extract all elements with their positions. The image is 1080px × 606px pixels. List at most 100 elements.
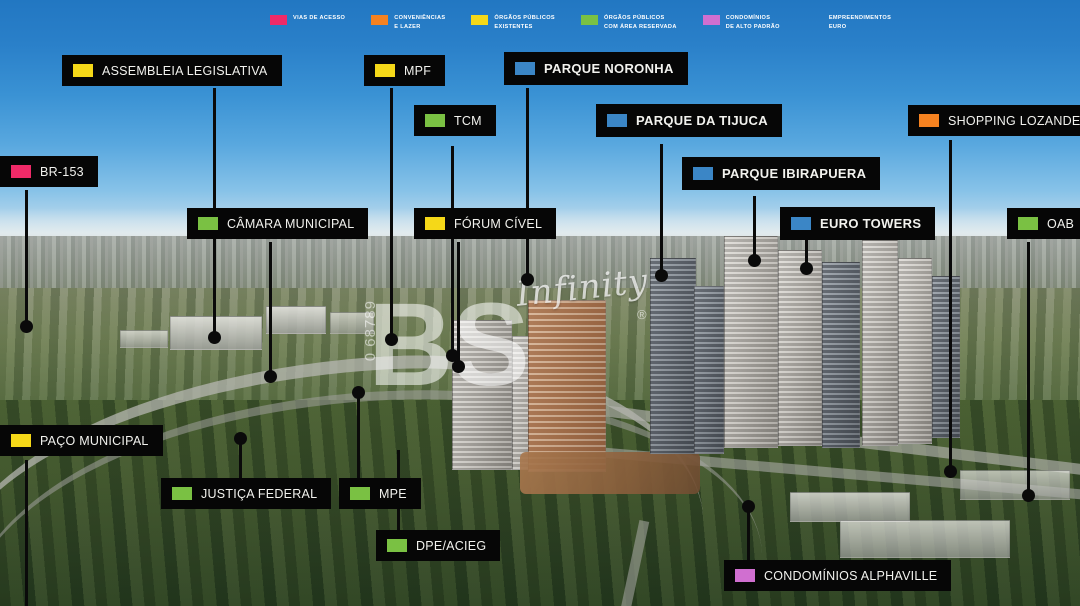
pin-dot [655,269,668,282]
pin-stem [526,88,529,280]
callout-justica-federal[interactable]: JUSTIÇA FEDERAL [161,478,332,509]
callout-euro-towers[interactable]: EURO TOWERS [780,207,936,240]
building-tower [724,236,778,448]
pin-stem [25,460,28,606]
pin-dot [748,254,761,267]
callout-label: BR-153 [40,164,84,179]
callout-label: PARQUE NORONHA [544,61,674,76]
pin-dot [352,386,365,399]
callout-mpf[interactable]: MPF [364,55,446,86]
callout-assembleia-legislativa[interactable]: ASSEMBLEIA LEGISLATIVA [62,55,282,86]
pin-dot [20,320,33,333]
callout-swatch [172,487,192,500]
pin-parque-ibirapuera [748,196,761,268]
pin-stem [451,146,454,356]
callout-label: SHOPPING LOZANDES [948,113,1080,128]
pin-stem [457,242,460,366]
pin-stem [753,196,756,260]
callout-swatch [11,165,31,178]
pin-justica-federal [234,432,247,480]
callout-parque-ibirapuera[interactable]: PARQUE IBIRAPUERA [682,157,881,190]
callout-swatch [387,539,407,552]
legend-label: ÓRGÃOS PÚBLICOS EXISTENTES [494,15,555,31]
callout-swatch [919,114,939,127]
callout-swatch [735,569,755,582]
legend-label: EMPREENDIMENTOS EURO [828,15,892,31]
pin-stem [239,438,242,480]
pin-paco-municipal [20,460,33,606]
pin-parque-da-tijuca [655,144,668,284]
callout-label: TCM [454,113,482,128]
callout-swatch [11,434,31,447]
building-lowrise [266,306,326,334]
legend-swatch [471,15,489,25]
callout-label: CONDOMÍNIOS ALPHAVILLE [764,568,938,583]
pin-oab [1022,242,1035,504]
callout-swatch [515,62,535,75]
callout-camara-municipal[interactable]: CÂMARA MUNICIPAL [187,208,369,239]
building-tower [898,258,932,444]
pin-stem [747,506,750,562]
pin-dot [385,333,398,346]
legend-item-condominios: CONDOMÍNIOS DE ALTO PADRÃO [702,14,780,32]
pin-dot [944,465,957,478]
callout-swatch [375,64,395,77]
legend-swatch [371,15,389,25]
pin-stem [390,88,393,340]
callout-parque-noronha[interactable]: PARQUE NORONHA [504,52,688,85]
callout-label: DPE/ACIEG [416,538,487,553]
callout-condominios-alphaville[interactable]: CONDOMÍNIOS ALPHAVILLE [724,560,952,591]
callout-tcm[interactable]: TCM [414,105,496,136]
callout-swatch [791,217,811,230]
callout-label: ASSEMBLEIA LEGISLATIVA [102,63,268,78]
pin-stem [805,240,808,268]
pin-mpf [385,88,398,348]
building-lowrise [790,492,910,522]
callout-label: MPE [379,486,407,501]
legend-swatch [581,15,598,25]
pin-stem [269,242,272,376]
callout-mpe[interactable]: MPE [339,478,421,509]
callout-swatch [198,217,218,230]
callout-shopping-lozandes[interactable]: SHOPPING LOZANDES [908,105,1080,136]
callout-parque-da-tijuca[interactable]: PARQUE DA TIJUCA [596,104,782,137]
pin-dot [742,500,755,513]
callout-label: FÓRUM CÍVEL [454,216,543,231]
legend-item-euro: EMPREENDIMENTOS EURO [806,14,891,32]
legend-label: ÓRGÃOS PÚBLICOS COM ÁREA RESERVADA [604,15,677,31]
callout-forum-civel[interactable]: FÓRUM CÍVEL [414,208,557,239]
legend-item-vias: VIAS DE ACESSO [270,14,345,25]
pin-stem [949,140,952,472]
pin-dot [521,273,534,286]
pin-stem [25,190,28,326]
legend-item-orgaos-reservada: ÓRGÃOS PÚBLICOS COM ÁREA RESERVADA [581,14,677,32]
callout-br-153[interactable]: BR-153 [0,156,98,187]
callout-label: PARQUE IBIRAPUERA [722,166,867,181]
building-tower [452,320,512,470]
pin-dot [264,370,277,383]
pin-dot [452,360,465,373]
callout-oab[interactable]: OAB [1007,208,1080,239]
building-tower [650,258,696,454]
building-lowrise [840,520,1010,558]
callout-label: CÂMARA MUNICIPAL [227,216,355,231]
pin-condominios-alphaville [742,500,755,562]
pin-stem [660,144,663,276]
legend-label: VIAS DE ACESSO [293,15,346,21]
building-tower [694,286,724,454]
callout-swatch [1018,217,1038,230]
callout-dpe-acieg[interactable]: DPE/ACIEG [376,530,501,561]
pin-stem [1027,242,1030,496]
callout-swatch [73,64,93,77]
callout-label: JUSTIÇA FEDERAL [201,486,318,501]
pin-dot [208,331,221,344]
legend-item-conveniencias: CONVENIÊNCIAS E LAZER [371,14,445,32]
construction-site [520,452,700,494]
callout-paco-municipal[interactable]: PAÇO MUNICIPAL [0,425,163,456]
callout-label: PARQUE DA TIJUCA [636,113,768,128]
legend-swatch [270,15,287,25]
building-under-construction [528,300,606,472]
callout-label: PAÇO MUNICIPAL [40,433,149,448]
legend-swatch [702,15,720,25]
